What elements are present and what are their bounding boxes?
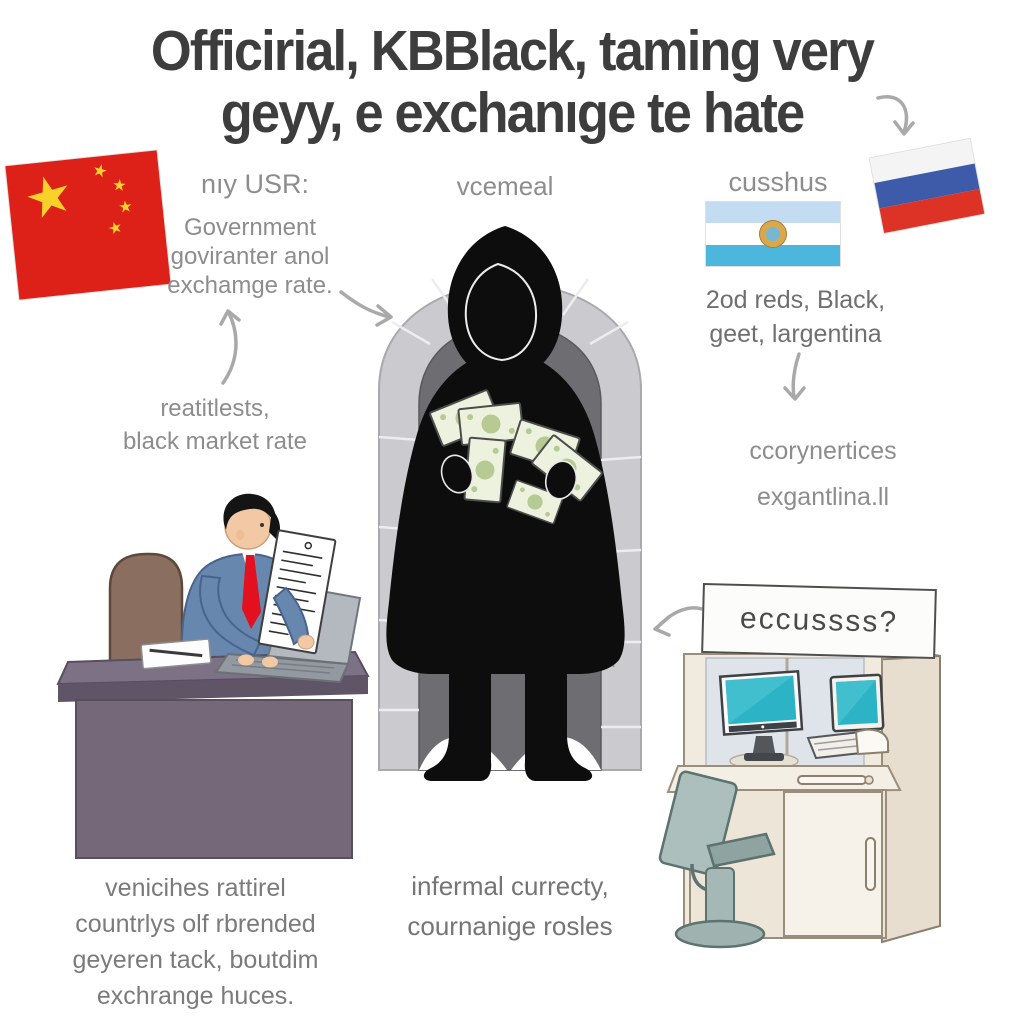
argentina-down-arrow-icon [783, 352, 806, 401]
notepad [140, 638, 212, 670]
black-market-rate-caption: reatitlests, black market rate [60, 392, 370, 458]
caption-line: countrlys olf rbrended [75, 910, 316, 938]
red-tie [242, 555, 261, 629]
door-handle [865, 837, 876, 891]
caption-line: black market rate [122, 428, 308, 455]
left-monitor [718, 669, 804, 770]
argentina-flag-icon [706, 202, 840, 266]
argentina-caption: 2od reds, Black, geet, largentina [668, 283, 923, 351]
hooded-face-outline [464, 262, 538, 362]
right-terminal [806, 673, 890, 760]
caption-line: ccorynertices [749, 437, 897, 465]
argentina-bottom-stripe [706, 244, 840, 266]
official-rate-heading: nıy USR: [200, 169, 310, 199]
caption-line: Government [183, 214, 317, 241]
title-line-2: geyy, e exchanıge te hate [220, 81, 805, 145]
caption-line: goviranter anol [170, 243, 330, 270]
document [257, 529, 337, 655]
informal-currency-caption: infermal currecty, cournanige rosles [365, 866, 655, 946]
suit-forearm [272, 586, 310, 646]
page-title: Officirial, KBBlack, taming very geyy, e… [41, 20, 983, 144]
booth-sign-label: eccussss? [739, 601, 899, 640]
gloved-hands [440, 454, 578, 500]
suit-arm [199, 574, 262, 657]
caption-line: geyeren tack, boutdim [72, 946, 319, 974]
caption-line: cournanige rosles [407, 911, 613, 941]
drawer-handle [797, 775, 874, 785]
official-desk-caption: venicihes rattirel countrlys olf rbrende… [38, 870, 353, 1014]
pen [149, 648, 203, 658]
booth-left-arrow-icon [653, 606, 707, 637]
caption-line: infermal currecty, [411, 871, 609, 901]
caption-line: exchamge rate. [167, 272, 333, 299]
up-arrow-icon [219, 309, 241, 385]
booth-sign: eccussss? [701, 582, 937, 660]
title-line-1: Officirial, KBBlack, taming very [150, 19, 875, 83]
arch-arrow-icon [339, 290, 393, 327]
dealer-label: vcemeal [456, 171, 554, 201]
argentina-heading: cusshus [728, 167, 828, 197]
receipt-printer [854, 728, 889, 756]
official-at-desk-illustration [56, 493, 370, 859]
hair [223, 493, 277, 530]
title-arrow-icon [876, 95, 915, 136]
desk [56, 650, 370, 859]
caption-line: venicihes rattirel [105, 874, 286, 902]
sun-of-may-icon [760, 221, 786, 247]
caption-line: reatitlests, [160, 395, 270, 422]
caption-line: exgantlina.ll [756, 483, 890, 511]
clerk-chair [658, 770, 776, 949]
black-market-scene-illustration [378, 226, 642, 781]
caption-line: geet, largentina [709, 320, 882, 348]
argentina-top-stripe [706, 202, 840, 224]
hands [238, 634, 315, 668]
caption-line: 2od reds, Black, [705, 286, 886, 314]
currency-controls-caption: ccorynertices exgantlina.ll [698, 428, 948, 520]
official-rate-caption: Government goviranter anol exchamge rate… [100, 213, 400, 300]
caption-line: exchrange huces. [96, 982, 295, 1010]
